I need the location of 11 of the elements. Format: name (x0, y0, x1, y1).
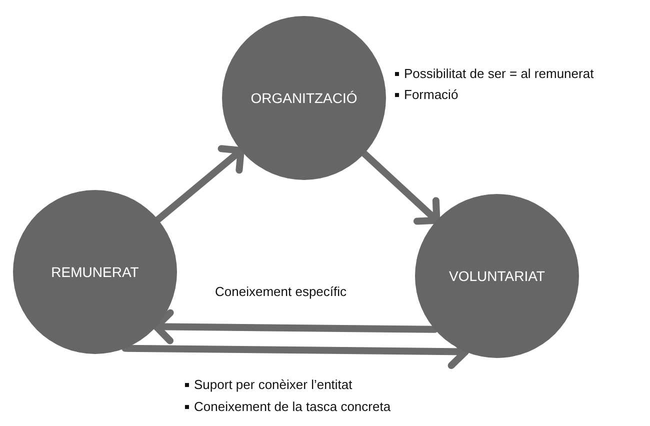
bullet-text: Suport per conèixer l’entitat (194, 377, 352, 392)
bullet-text: Coneixement de la tasca concreta (194, 399, 391, 414)
node-label: ORGANITZACIÓ (250, 90, 358, 106)
bullet-text: Possibilitat de ser = al remunerat (404, 66, 594, 81)
arrow (154, 145, 244, 224)
node-label: REMUNERAT (51, 264, 139, 280)
node-label: VOLUNTARIAT (449, 268, 545, 284)
arrow (360, 150, 440, 225)
bullet-text: Formació (404, 87, 458, 102)
edge-label: Coneixement específic (215, 284, 347, 299)
arrow (152, 309, 438, 344)
